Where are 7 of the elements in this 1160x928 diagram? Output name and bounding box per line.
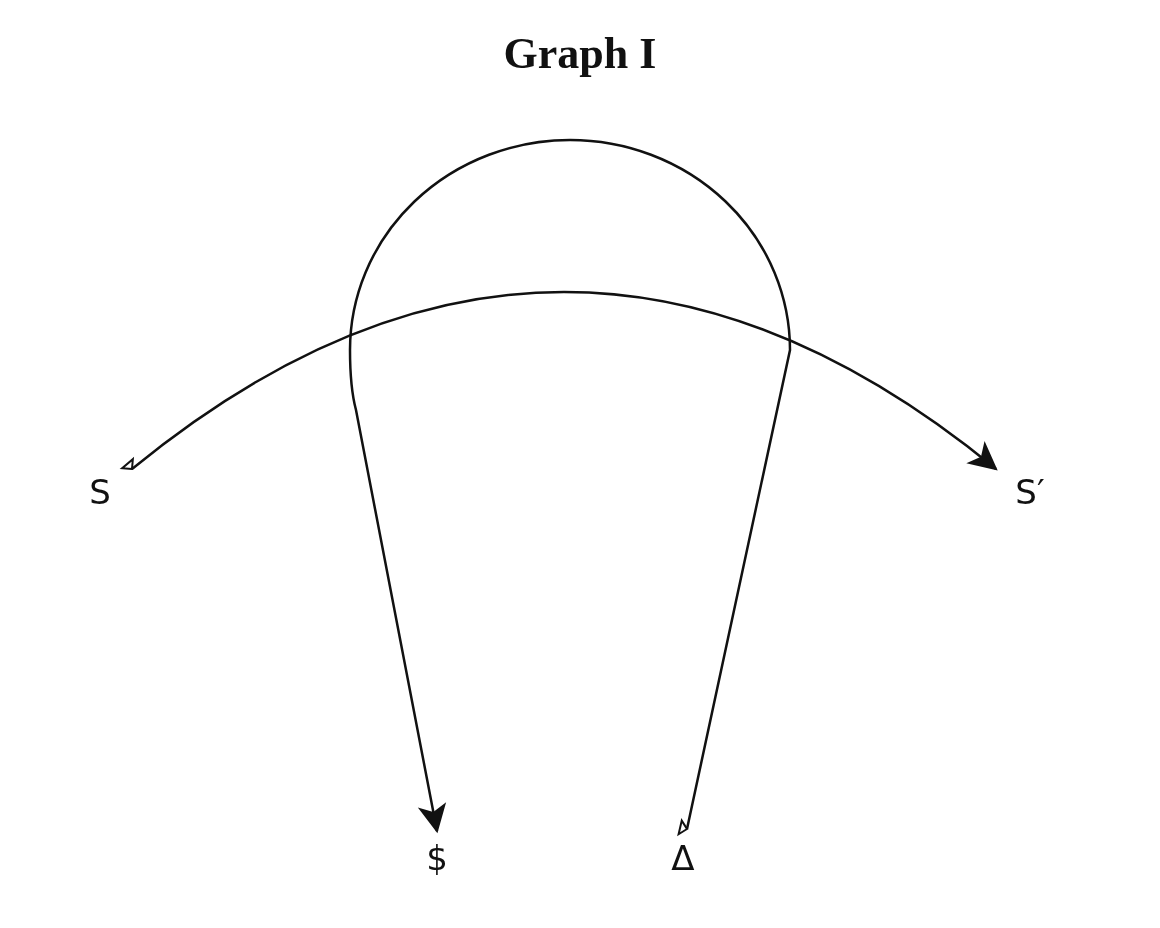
arrow	[131, 291, 998, 471]
node-label: Δ	[671, 838, 695, 878]
node-label: $	[426, 838, 448, 878]
node-label: S	[89, 472, 111, 512]
node-label: S′	[1015, 472, 1045, 512]
arrow	[348, 139, 792, 834]
title: Graph I	[503, 29, 657, 78]
